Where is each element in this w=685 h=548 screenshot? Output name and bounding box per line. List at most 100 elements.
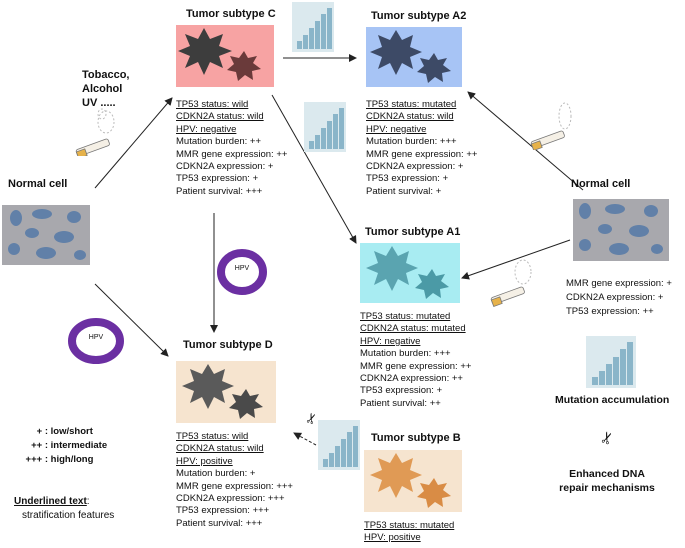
tumor-a1-features: TP53 status: mutated CDKN2A status: muta…	[360, 311, 471, 410]
detail-line: TP53 expression: +	[366, 173, 449, 185]
tumor-a2-cells	[370, 30, 451, 83]
nucleus	[609, 243, 629, 255]
cigarette-icon	[490, 259, 532, 308]
detail-line: MMR gene expression: ++	[366, 148, 478, 160]
feature-line: CDKN2A status: wild	[176, 443, 264, 455]
tumor-a1-box	[360, 243, 460, 303]
detail-line: Patient survival: ++	[360, 397, 441, 409]
legend-item: + : low/short	[22, 425, 107, 439]
normal-cell-right-title: Normal cell	[571, 178, 631, 190]
hpv-label: HPV	[234, 265, 250, 272]
underlined-key: Underlined text: stratification features	[14, 495, 114, 523]
feature-line: HPV: positive	[176, 455, 233, 467]
risk-factor: UV .....	[82, 97, 116, 109]
tumor-d-title: Tumor subtype D	[183, 339, 273, 351]
dna-repair-line: repair mechanisms	[559, 482, 655, 494]
feature-line: TP53 status: wild	[176, 99, 249, 110]
underlined-key-meaning: stratification features	[22, 510, 115, 521]
nucleus	[54, 231, 74, 243]
mutation-bars-icon	[586, 336, 636, 388]
legend-item: ++ : intermediate	[22, 439, 107, 453]
tumor-b-cells	[370, 453, 451, 508]
arrow-normal-right-to-a2	[467, 91, 584, 191]
risk-factor: Tobacco,	[82, 69, 130, 81]
mutation-bars-icon	[304, 102, 346, 152]
feature-line: TP53 status: mutated	[364, 520, 455, 531]
tumor-a1-cells	[366, 246, 449, 299]
arrow-normal-to-d	[94, 283, 169, 357]
dna-repair-line: Enhanced DNA	[569, 468, 645, 480]
detail-line: Mutation burden: +	[176, 468, 256, 480]
detail-line: MMR gene expression: ++	[176, 148, 288, 160]
nucleus	[8, 243, 20, 255]
cigarette-icon	[530, 102, 572, 150]
nucleus	[36, 247, 56, 259]
feature-line: CDKN2A status: mutated	[360, 323, 466, 335]
detail-line: CDKN2A expression: +	[366, 161, 464, 173]
hpv-virus-icon: HPV	[67, 316, 125, 366]
detail-line: TP53 expression: ++	[566, 306, 654, 317]
mutation-bars-icon	[318, 420, 360, 470]
feature-line: TP53 status: mutated	[366, 99, 457, 110]
tumor-c-title: Tumor subtype C	[186, 8, 276, 20]
legend-item: +++ : high/long	[22, 453, 107, 467]
mutation-accumulation-label: Mutation accumulation	[555, 394, 670, 406]
detail-line: CDKN2A expression: +	[566, 292, 664, 303]
feature-line: HPV: positive	[364, 532, 421, 544]
risk-factors: Tobacco, Alcohol UV .....	[82, 68, 129, 110]
tumor-cell	[370, 453, 422, 498]
tumor-b-box	[364, 450, 462, 512]
nucleus	[25, 228, 39, 238]
nucleus	[605, 204, 625, 214]
detail-line: Patient survival: +++	[176, 185, 263, 197]
normal-cell-left-box	[2, 205, 90, 265]
tumor-d-features: TP53 status: wild CDKN2A status: wild HP…	[176, 431, 293, 530]
feature-line: CDKN2A status: wild	[176, 111, 264, 123]
tumor-a2-title: Tumor subtype A2	[371, 10, 467, 22]
tumor-b-title: Tumor subtype B	[371, 432, 461, 444]
detail-line: Patient survival: +++	[176, 517, 263, 529]
underlined-key-colon: :	[86, 496, 90, 507]
detail-line: Mutation burden: +++	[366, 136, 457, 148]
detail-line: MMR gene expression: +	[566, 278, 672, 289]
arrow-d-to-b-up	[293, 432, 317, 446]
tumor-cell	[417, 53, 451, 83]
nucleus	[598, 224, 612, 234]
normal-cell-left-title: Normal cell	[8, 178, 68, 190]
nucleus	[629, 225, 649, 237]
detail-line: Patient survival: +	[366, 185, 442, 197]
legend-symbol: + :	[36, 426, 48, 437]
feature-line: TP53 status: mutated	[360, 311, 451, 322]
tumor-d-box	[176, 361, 276, 423]
tumor-cell	[417, 478, 451, 508]
detail-line: TP53 expression: +	[176, 173, 259, 185]
normal-cell-right-details: MMR gene expression: + CDKN2A expression…	[566, 277, 672, 319]
nucleus	[10, 210, 22, 226]
detail-line: MMR gene expression: ++	[360, 360, 472, 372]
tumor-c-features: TP53 status: wild CDKN2A status: wild HP…	[176, 99, 287, 198]
detail-line: MMR gene expression: +++	[176, 480, 293, 492]
risk-factor: Alcohol	[82, 83, 123, 95]
tumor-a2-features: TP53 status: mutated CDKN2A status: wild…	[366, 99, 477, 198]
tumor-cell	[178, 28, 232, 75]
nucleus	[32, 209, 52, 219]
feature-line: TP53 status: wild	[176, 431, 249, 442]
detail-line: TP53 expression: +	[360, 385, 443, 397]
arrow-normal-to-c	[94, 97, 173, 189]
legend-symbol: +++ :	[25, 454, 48, 465]
nucleus	[651, 244, 663, 254]
tumor-c-box	[176, 25, 274, 87]
detail-line: Mutation burden: +++	[360, 348, 451, 360]
detail-line: CDKN2A expression: ++	[360, 373, 463, 385]
arrow-normal-right-to-a1	[461, 239, 571, 280]
tumor-b-features: TP53 status: mutated HPV: positive	[364, 520, 454, 545]
tumor-cell	[227, 51, 261, 81]
detail-line: Mutation burden: ++	[176, 136, 262, 148]
feature-line: HPV: negative	[176, 123, 237, 135]
nucleus	[579, 239, 591, 251]
detail-line: TP53 expression: +++	[176, 505, 270, 517]
tumor-a2-box	[366, 27, 462, 87]
nuclei	[579, 203, 663, 255]
tumor-a1-title: Tumor subtype A1	[365, 226, 461, 238]
